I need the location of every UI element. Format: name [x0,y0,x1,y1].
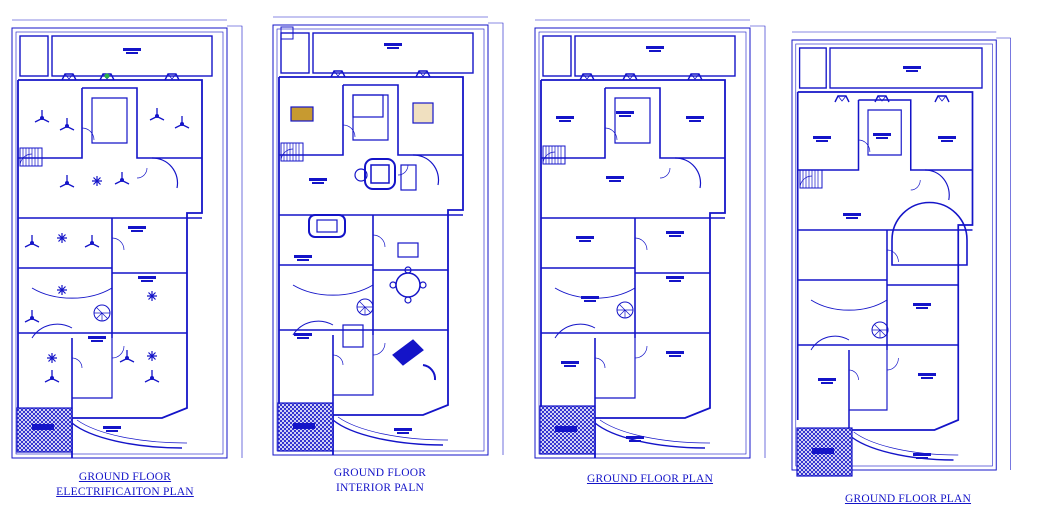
plan-a [534,19,766,459]
caption-electrification: GROUND FLOOR ELECTRIFICAITON PLAN [40,470,210,500]
caption-interior: GROUND FLOOR INTERIOR PALN [300,466,460,496]
caption-plan-b: GROUND FLOOR PLAN [828,492,988,507]
fan-symbols [24,107,190,383]
caption-line: GROUND FLOOR [333,467,427,479]
caption-line: INTERIOR PALN [335,482,425,494]
caption-line: GROUND FLOOR [78,471,172,483]
plan-electrification [11,19,243,459]
caption-plan-a: GROUND FLOOR PLAN [570,472,730,487]
caption-line: GROUND FLOOR PLAN [844,493,972,505]
plan-interior [272,16,504,456]
caption-line: GROUND FLOOR PLAN [586,473,714,485]
plan-b [791,31,1012,477]
light-symbols [46,175,158,364]
furniture [290,94,437,381]
caption-line: ELECTRIFICAITON PLAN [56,486,194,498]
